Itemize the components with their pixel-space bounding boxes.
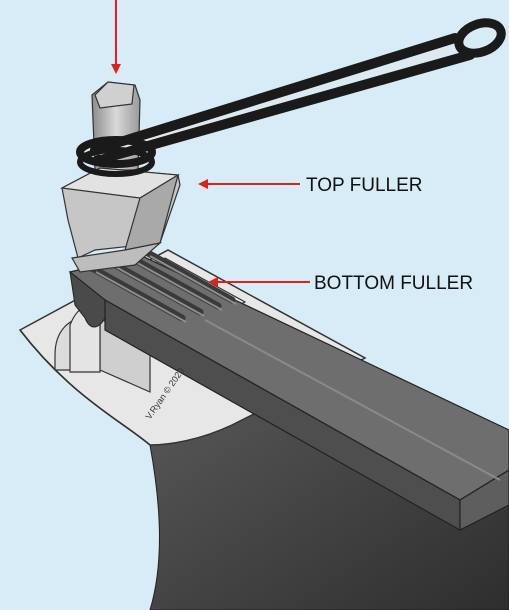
annotation-arrows — [111, 0, 310, 287]
top-fuller — [60, 81, 181, 273]
tongs — [76, 18, 506, 177]
bottom-fuller-label: BOTTOM FULLER — [314, 273, 473, 294]
workpiece-bar — [68, 248, 509, 532]
top-fuller-label: TOP FULLER — [306, 175, 423, 196]
